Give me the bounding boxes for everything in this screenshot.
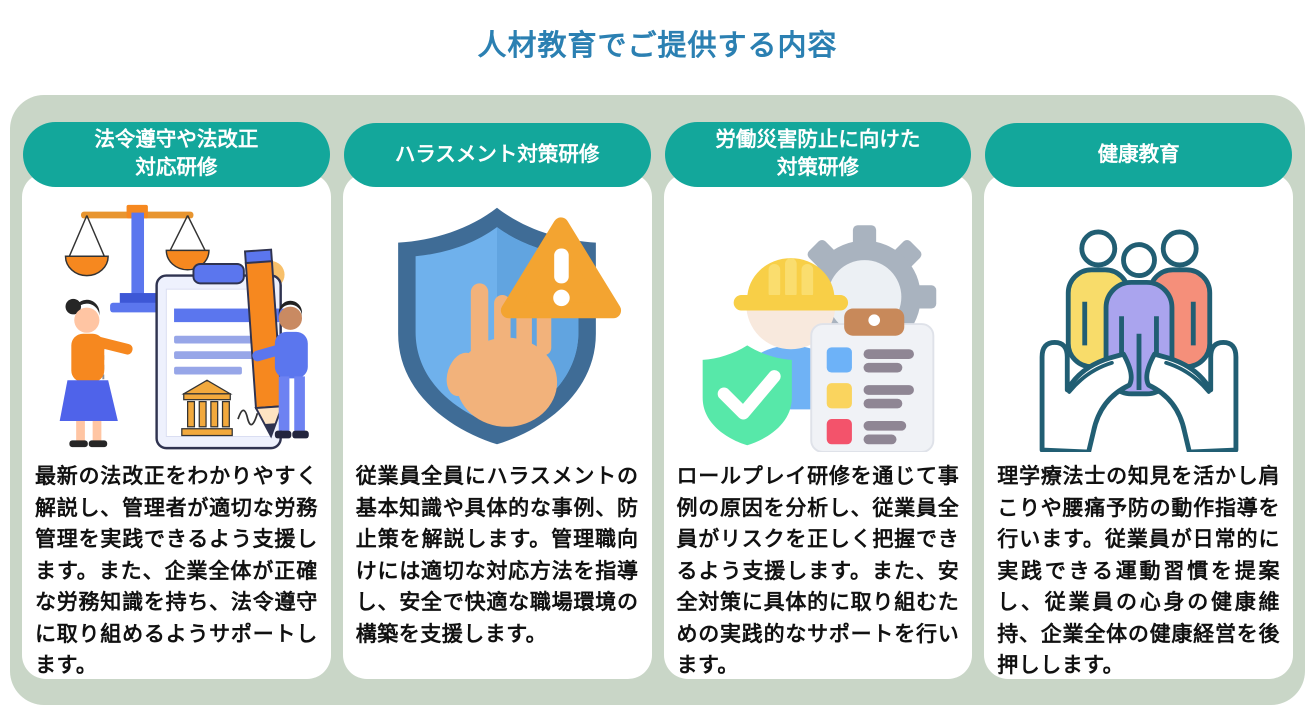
card-description-accident-prevention: ロールプレイ研修を通じて事例の原因を分析し、従業員全員がリスクを正しく把握できる… <box>676 465 960 677</box>
law-scale-contract-icon <box>60 204 310 450</box>
worker-gear-checklist-illustration <box>664 187 973 459</box>
card-header-slot: 法令遵守や法改正 対応研修 <box>23 107 330 187</box>
card-harassment-training: ハラスメント対策研修 <box>342 107 652 693</box>
card-description-legal: 最新の法改正をわかりやすく解説し、管理者が適切な労務管理を実践できるよう支援しま… <box>35 465 318 677</box>
man-figure <box>252 300 310 439</box>
bank-icon <box>181 379 234 437</box>
page-title: 人材教育でご提供する内容 <box>477 30 838 62</box>
card-header-harassment: ハラスメント対策研修 <box>343 123 651 187</box>
card-header-slot: 労働災害防止に向けた 対策研修 <box>664 107 972 187</box>
hands-holding-people-icon <box>1039 229 1238 452</box>
checklist-clipboard-icon <box>810 308 935 452</box>
woman-figure <box>60 298 133 448</box>
safety-shield-check-icon <box>702 345 792 446</box>
signature-squiggle <box>237 409 259 426</box>
card-header-accident-prevention: 労働災害防止に向けた 対策研修 <box>664 121 972 187</box>
card-legal-training: 法令遵守や法改正 対応研修 <box>22 107 331 693</box>
balance-scale-icon <box>65 204 211 313</box>
people-group-icon <box>1065 229 1212 397</box>
law-scale-contract-illustration <box>22 187 331 459</box>
card-description-harassment: 従業員全員にハラスメントの基本知識や具体的な事例、防止策を解説します。管理職向け… <box>355 465 639 646</box>
card-health-education: 健康教育 <box>984 107 1293 693</box>
warning-triangle-icon <box>501 217 622 319</box>
shield-hand-warning-icon <box>398 207 622 445</box>
card-header-health: 健康教育 <box>985 123 1292 187</box>
cards-frame: 法令遵守や法改正 対応研修 <box>10 95 1305 705</box>
cupped-hands-icon <box>1039 340 1238 452</box>
card-accident-prevention-training: 労働災害防止に向けた 対策研修 <box>663 107 973 693</box>
card-description-health: 理学療法士の知見を活かし肩こりや腰痛予防の動作指導を行います。従業員が日常的に実… <box>997 465 1280 677</box>
card-header-slot: 健康教育 <box>985 107 1292 187</box>
worker-gear-checklist-icon <box>702 225 937 452</box>
card-header-legal: 法令遵守や法改正 対応研修 <box>23 121 330 187</box>
pencil-icon <box>244 248 284 439</box>
shield-hand-warning-illustration <box>343 187 652 459</box>
hands-holding-people-illustration <box>984 187 1293 459</box>
card-header-slot: ハラスメント対策研修 <box>343 107 651 187</box>
